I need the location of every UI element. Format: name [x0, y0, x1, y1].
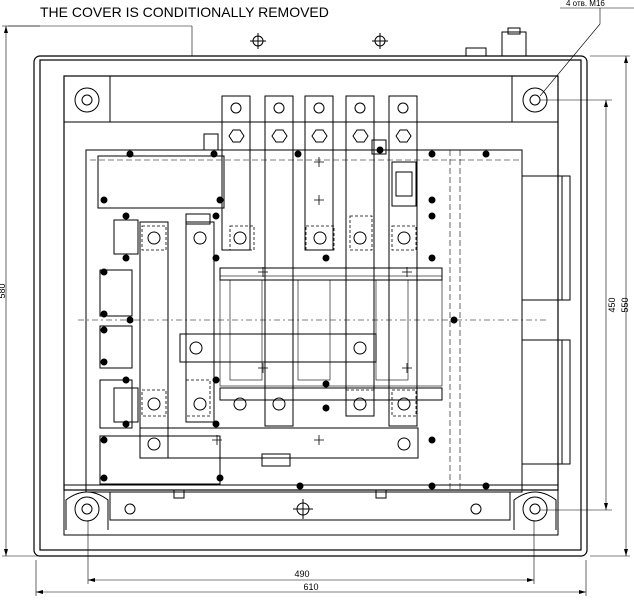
dim-width-inner: 490 [294, 569, 309, 579]
busbars-horizontal [139, 333, 419, 459]
busbars-bottom [139, 213, 215, 459]
dimension-lines [2, 7, 634, 596]
crosshairs [212, 157, 412, 445]
din-rails [219, 267, 443, 401]
enclosure-outline [33, 55, 588, 557]
terminal-holes [147, 231, 411, 451]
hole-callout: 4 отв. М16 [566, 0, 605, 8]
top-details [250, 27, 527, 57]
dim-height-inner: 450 [607, 297, 617, 312]
small-parts [173, 133, 417, 499]
mounting-holes [63, 75, 559, 536]
cover-note: THE COVER IS CONDITIONALLY REMOVED [40, 4, 329, 20]
side-boxes [521, 175, 571, 465]
screws [100, 146, 490, 490]
dim-height-outer: 550 [620, 297, 630, 312]
mounting-panel [64, 121, 558, 493]
dimension-arrows [4, 26, 628, 594]
dim-width-outer: 610 [303, 582, 318, 592]
busbars-top [221, 95, 418, 427]
clamp-outlines [141, 215, 417, 417]
dim-height-left: 580 [0, 283, 7, 298]
